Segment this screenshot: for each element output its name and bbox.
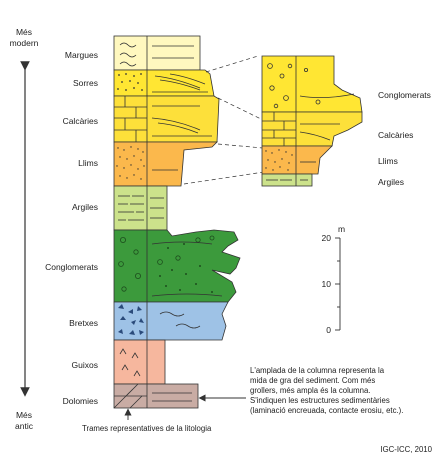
layer-label-conglomerats: Conglomerats: [45, 262, 98, 272]
layer-label-guixos: Guixos: [72, 360, 98, 370]
detail-argiles: [261, 173, 313, 187]
axis-top-line2: modern: [10, 38, 39, 48]
layer-label-bretxes: Bretxes: [69, 318, 98, 328]
layer-llims: [113, 141, 218, 187]
layer-margues: [113, 35, 201, 71]
scale-tick-20: 20: [322, 233, 332, 243]
detail-column: [261, 55, 363, 187]
axis-top-line1: Més: [16, 27, 32, 37]
note-line-2: mida de gra del sediment. Com més: [250, 376, 375, 385]
layer-label-sorres: Sorres: [73, 78, 98, 88]
note-line-3: grollers, més ampla és la columna.: [250, 386, 370, 395]
bottom-caption: Trames representatives de la litologia: [82, 424, 212, 433]
detail-label-argiles: Argiles: [378, 177, 404, 187]
layer-conglomerats: [113, 229, 241, 303]
detail-llims: [261, 145, 333, 175]
scale-tick-10: 10: [322, 279, 332, 289]
detail-label-llims: Llims: [378, 156, 398, 166]
layer-label-llims: Llims: [78, 158, 98, 168]
credit: IGC-ICC, 2010: [380, 445, 432, 454]
note-line-5: (laminació encreuada, contacte erosiu, e…: [250, 406, 403, 415]
scale-bar: [335, 237, 341, 331]
detail-label-calcaries: Calcàries: [378, 130, 413, 140]
axis-bottom-line1: Més: [16, 410, 32, 420]
scale-tick-0: 0: [326, 325, 331, 335]
axis-bottom-line2: antic: [15, 421, 34, 431]
layer-argiles: [113, 185, 168, 231]
detail-label-conglomerats: Conglomerats: [378, 90, 431, 100]
layer-label-argiles: Argiles: [72, 202, 98, 212]
note-line-1: L'amplada de la columna representa la: [250, 366, 385, 375]
main-column: [113, 35, 241, 409]
layer-label-margues: Margues: [65, 50, 98, 60]
note-line-4: S'indiquen les estructures sedimentàries: [250, 396, 390, 405]
scale-unit: m: [338, 224, 345, 234]
detail-connectors: [183, 55, 265, 185]
layer-label-calcaries: Calcàries: [63, 116, 98, 126]
layer-guixos: [113, 339, 166, 385]
layer-dolomies: [113, 383, 199, 409]
detail-calcaries: [261, 111, 363, 147]
layer-sorres: [113, 69, 215, 97]
layer-label-dolomies: Dolomies: [63, 396, 98, 406]
layer-calcaries: [113, 95, 220, 143]
detail-conglomerats: [261, 55, 363, 113]
layer-bretxes: [113, 301, 229, 341]
